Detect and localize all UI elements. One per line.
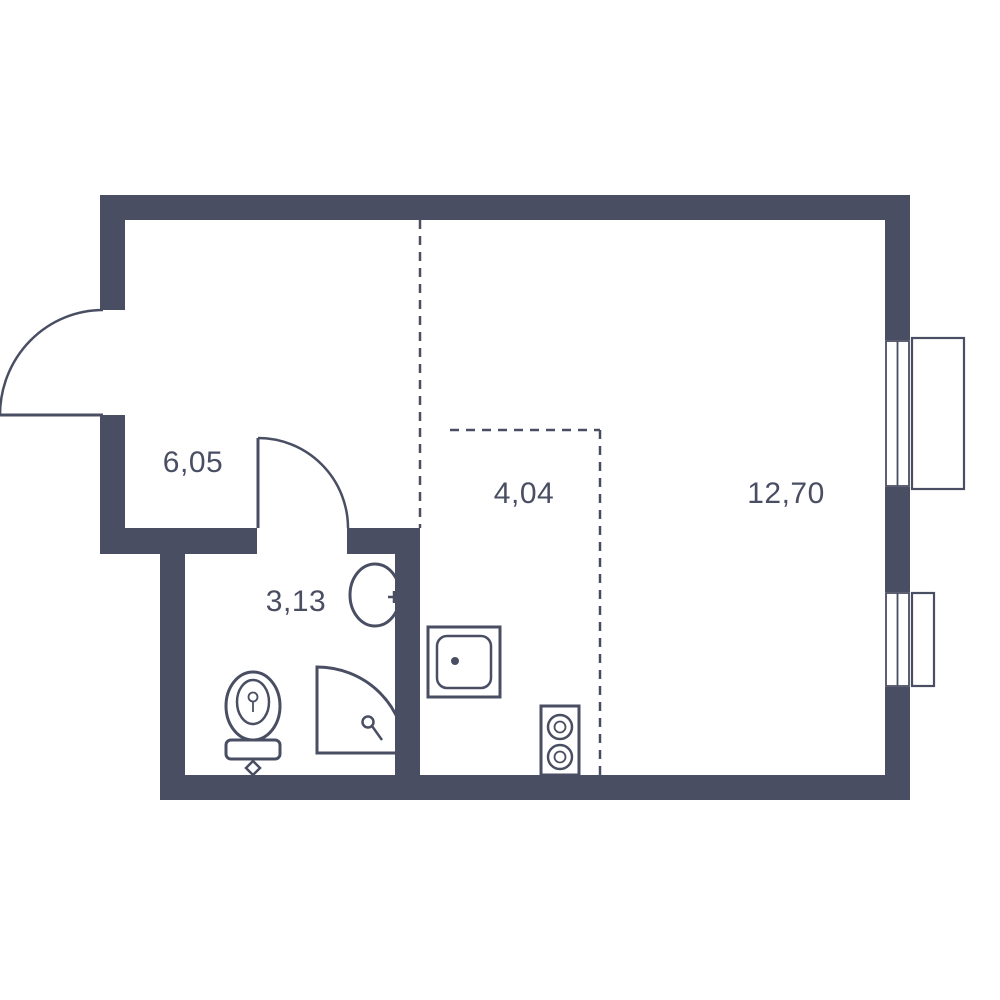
kitchen-sink-icon xyxy=(426,625,502,699)
bathroom-fixtures xyxy=(224,562,407,777)
toilet-tank xyxy=(224,738,282,761)
stove-burner-inner xyxy=(553,750,567,764)
washbasin-bowl xyxy=(348,562,402,628)
right-wall-upper xyxy=(885,195,910,340)
right-wall-lower xyxy=(885,687,910,800)
right-wall-middle xyxy=(885,487,910,592)
window-sill xyxy=(910,591,936,688)
doors xyxy=(0,308,350,529)
corner-shower-tray xyxy=(315,665,407,755)
bottom-wall xyxy=(160,775,910,800)
entrance-door-swing-arc xyxy=(0,308,104,416)
toilet-bowl-inner xyxy=(235,678,271,726)
stove-icon xyxy=(539,704,581,777)
shower-faucet xyxy=(361,715,375,729)
shower-faucet-spout xyxy=(370,725,384,741)
bathroom-right-wall xyxy=(395,528,420,800)
stove-burner xyxy=(546,713,574,741)
bathroom-top-wall-left xyxy=(185,528,257,554)
corner-shower-icon xyxy=(315,665,407,755)
top-wall xyxy=(100,195,910,220)
walls xyxy=(100,195,910,800)
room-area-hallway: 6,05 xyxy=(163,446,223,479)
room-area-kitchen: 4,04 xyxy=(494,477,554,510)
bathroom-left-wall xyxy=(160,528,185,800)
toilet-flush-button xyxy=(244,759,262,777)
stove-body xyxy=(539,704,581,777)
left-wall-upper xyxy=(100,195,125,310)
entrance-door-icon xyxy=(0,308,104,417)
zone-dividers xyxy=(418,220,602,775)
washbasin-icon xyxy=(348,562,402,628)
stove-burner xyxy=(546,743,574,771)
kitchen-sink-faucet xyxy=(451,657,459,665)
room-labels: 6,05 3,13 4,04 12,70 xyxy=(163,446,825,618)
living-room-window xyxy=(885,336,966,491)
window-sill xyxy=(910,336,966,491)
kitchen-fixtures xyxy=(426,625,581,777)
bathroom-door-swing-arc xyxy=(257,436,350,529)
bathroom-door-icon xyxy=(256,436,350,529)
toilet-drain xyxy=(247,691,259,703)
room-area-bathroom: 3,13 xyxy=(266,585,326,618)
kitchen-sink-basin xyxy=(435,634,493,690)
toilet-icon xyxy=(224,670,282,777)
stove-burner-inner xyxy=(553,720,567,734)
kitchen-window xyxy=(885,591,936,688)
windows xyxy=(885,336,966,688)
room-area-living: 12,70 xyxy=(747,477,825,510)
kitchen-sink-counter xyxy=(426,625,502,699)
